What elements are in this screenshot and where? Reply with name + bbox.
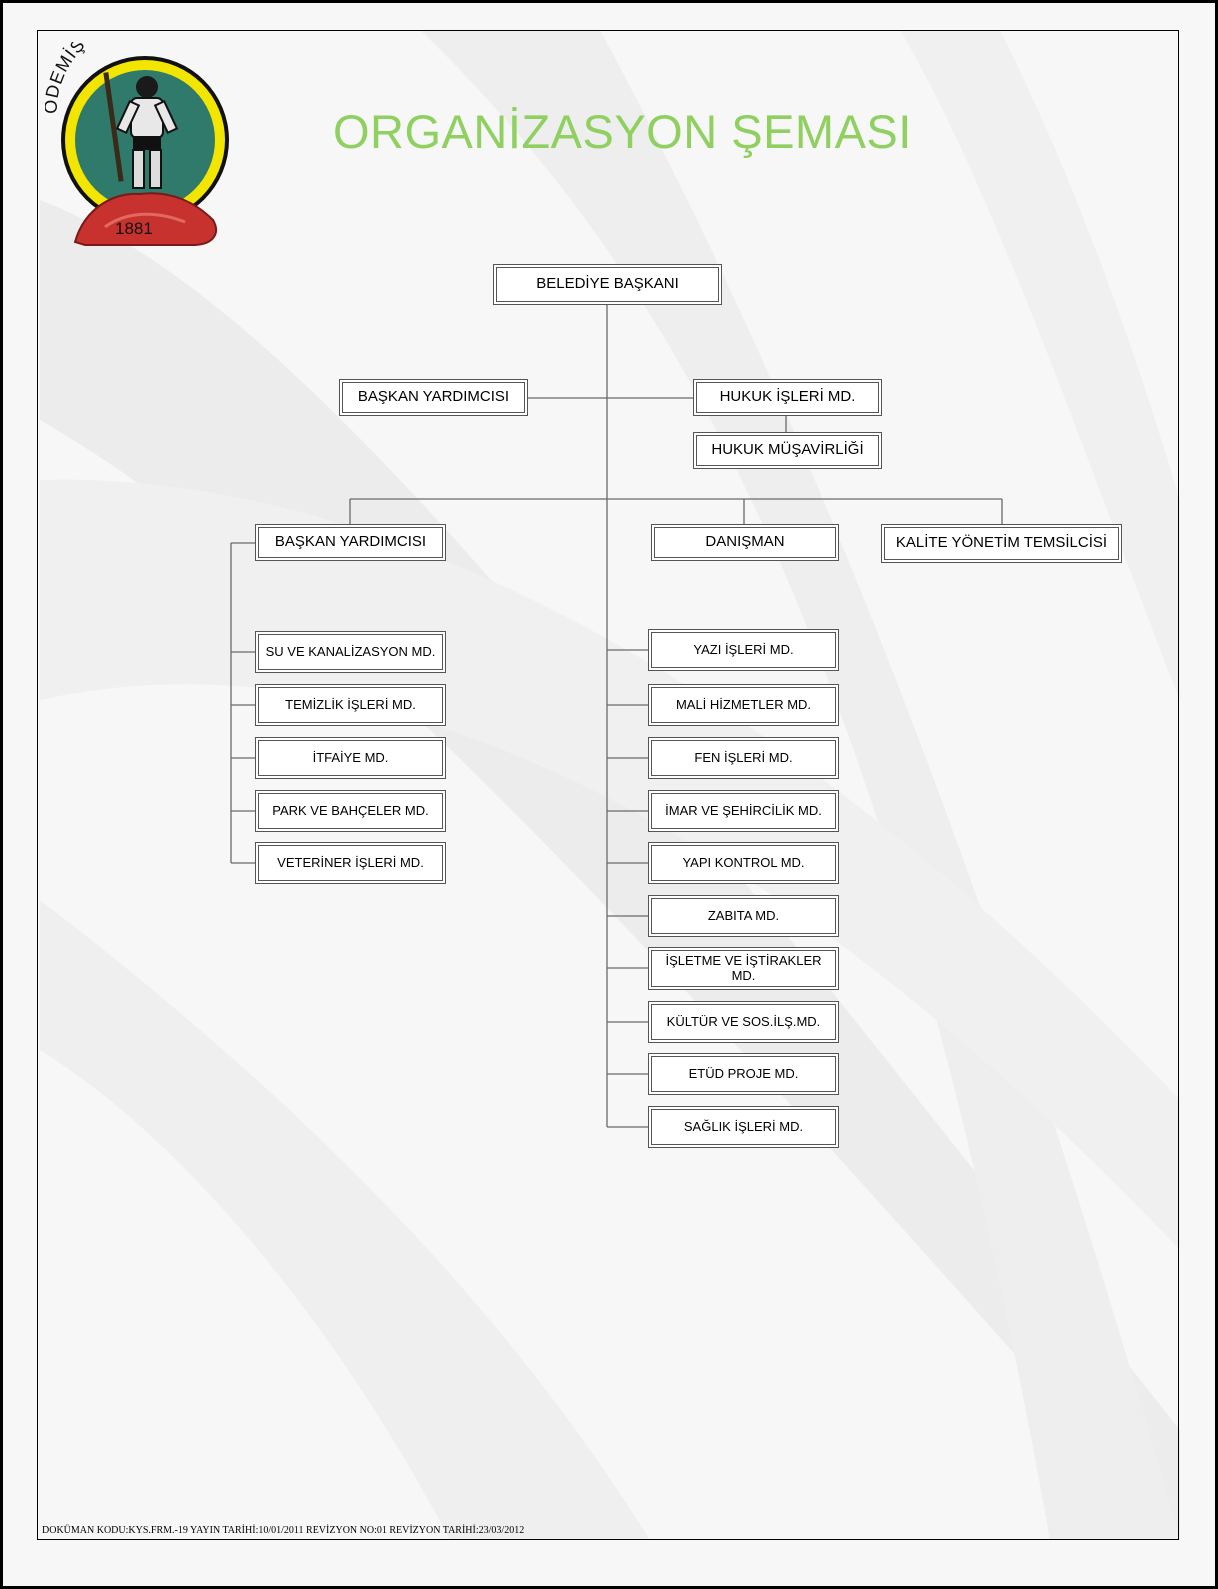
page-title: ORGANİZASYON ŞEMASI xyxy=(333,105,912,158)
box-unit-center: FEN İŞLERİ MD. xyxy=(651,740,836,776)
box-unit-center: İMAR VE ŞEHİRCİLİK MD. xyxy=(651,793,836,829)
box-advisor: DANIŞMAN xyxy=(654,527,836,558)
box-unit-center: YAPI KONTROL MD. xyxy=(651,845,836,881)
box-unit-center: KÜLTÜR VE SOS.İLŞ.MD. xyxy=(651,1004,836,1040)
box-unit-left: VETERİNER İŞLERİ MD. xyxy=(258,845,443,881)
box-unit-center: İŞLETME VE İŞTİRAKLER MD. xyxy=(651,950,836,987)
box-legal-counsel: HUKUK MÜŞAVİRLİĞİ xyxy=(696,435,879,466)
box-deputy-mayor-top: BAŞKAN YARDIMCISI xyxy=(342,382,525,413)
box-unit-center: ZABITA MD. xyxy=(651,898,836,934)
box-unit-center: MALİ HİZMETLER MD. xyxy=(651,687,836,723)
box-unit-left: İTFAİYE MD. xyxy=(258,740,443,776)
box-unit-center: SAĞLIK İŞLERİ MD. xyxy=(651,1109,836,1145)
box-quality-rep: KALİTE YÖNETİM TEMSİLCİSİ xyxy=(884,527,1119,560)
box-unit-left: PARK VE BAHÇELER MD. xyxy=(258,793,443,829)
box-deputy-mayor: BAŞKAN YARDIMCISI xyxy=(258,527,443,558)
box-legal-affairs: HUKUK İŞLERİ MD. xyxy=(696,382,879,413)
inner-frame xyxy=(37,30,1179,1540)
box-unit-left: SU VE KANALİZASYON MD. xyxy=(258,634,443,670)
municipality-logo: ÖDEMİŞ BELEDİYESİ 1881 xyxy=(45,42,229,246)
document-footer: DOKÜMAN KODU:KYS.FRM.-19 YAYIN TARİHİ:10… xyxy=(42,1525,525,1536)
logo-year: 1881 xyxy=(115,219,153,238)
box-unit-center: ETÜD PROJE MD. xyxy=(651,1056,836,1092)
box-unit-center: YAZI İŞLERİ MD. xyxy=(651,632,836,668)
box-unit-left: TEMİZLİK İŞLERİ MD. xyxy=(258,687,443,723)
box-mayor: BELEDİYE BAŞKANI xyxy=(496,267,719,302)
